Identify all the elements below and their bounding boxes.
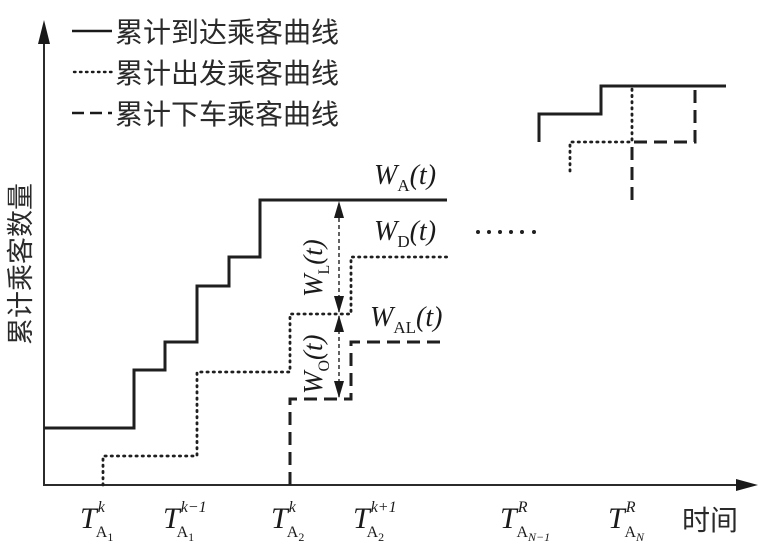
ellipsis-dots [476, 230, 536, 234]
y-axis-label: 累计乘客数量 [6, 183, 37, 345]
alighting-curve-end [630, 86, 697, 200]
label-departure-wd: WD(t) [374, 216, 436, 251]
wo-arrow-bottom-icon [334, 381, 344, 398]
departure-curve [101, 255, 449, 487]
legend-label-alighting: 累计下车乘客曲线 [115, 98, 339, 131]
label-alighting-wal: WAL(t) [370, 302, 442, 337]
label-onboard-wo: WO(t) [298, 334, 333, 394]
wl-arrow-top-icon [334, 201, 344, 218]
wl-arrow-bottom-icon [334, 296, 344, 313]
arrival-curve-end [537, 84, 726, 142]
x-axis-arrow-icon [736, 479, 758, 491]
wo-arrow-top-icon [334, 315, 344, 332]
legend: 累计到达乘客曲线 累计出发乘客曲线 累计下车乘客曲线 [72, 16, 339, 131]
y-axis-arrow-icon [38, 20, 50, 44]
alighting-curve [288, 340, 447, 485]
legend-label-departure: 累计出发乘客曲线 [115, 57, 339, 90]
legend-label-arrival: 累计到达乘客曲线 [115, 16, 339, 49]
departure-curve-end [568, 84, 634, 173]
label-arrival-wa: WA(t) [374, 160, 436, 195]
label-waiting-wl: WL(t) [298, 239, 333, 297]
x-axis-label: 时间 [682, 504, 738, 537]
arrival-curve [44, 198, 447, 430]
